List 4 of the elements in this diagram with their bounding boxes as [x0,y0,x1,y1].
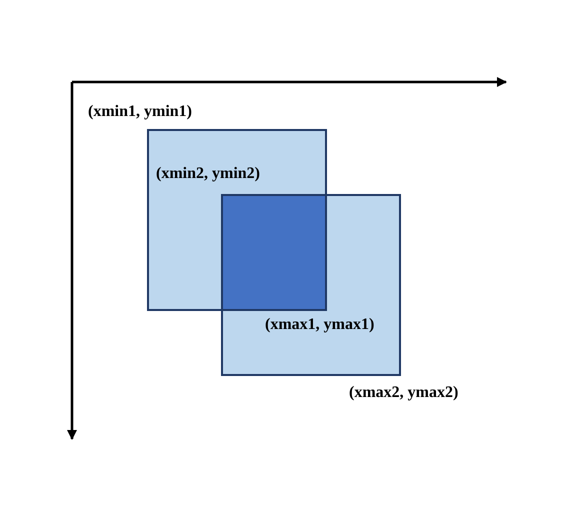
coordinate-label: (xmin1, ymin1) [88,103,192,121]
coordinate-label: (xmin2, ymin2) [156,165,260,183]
coordinate-label: (xmax2, ymax2) [349,384,458,402]
coordinate-label: (xmax1, ymax1) [265,316,374,334]
